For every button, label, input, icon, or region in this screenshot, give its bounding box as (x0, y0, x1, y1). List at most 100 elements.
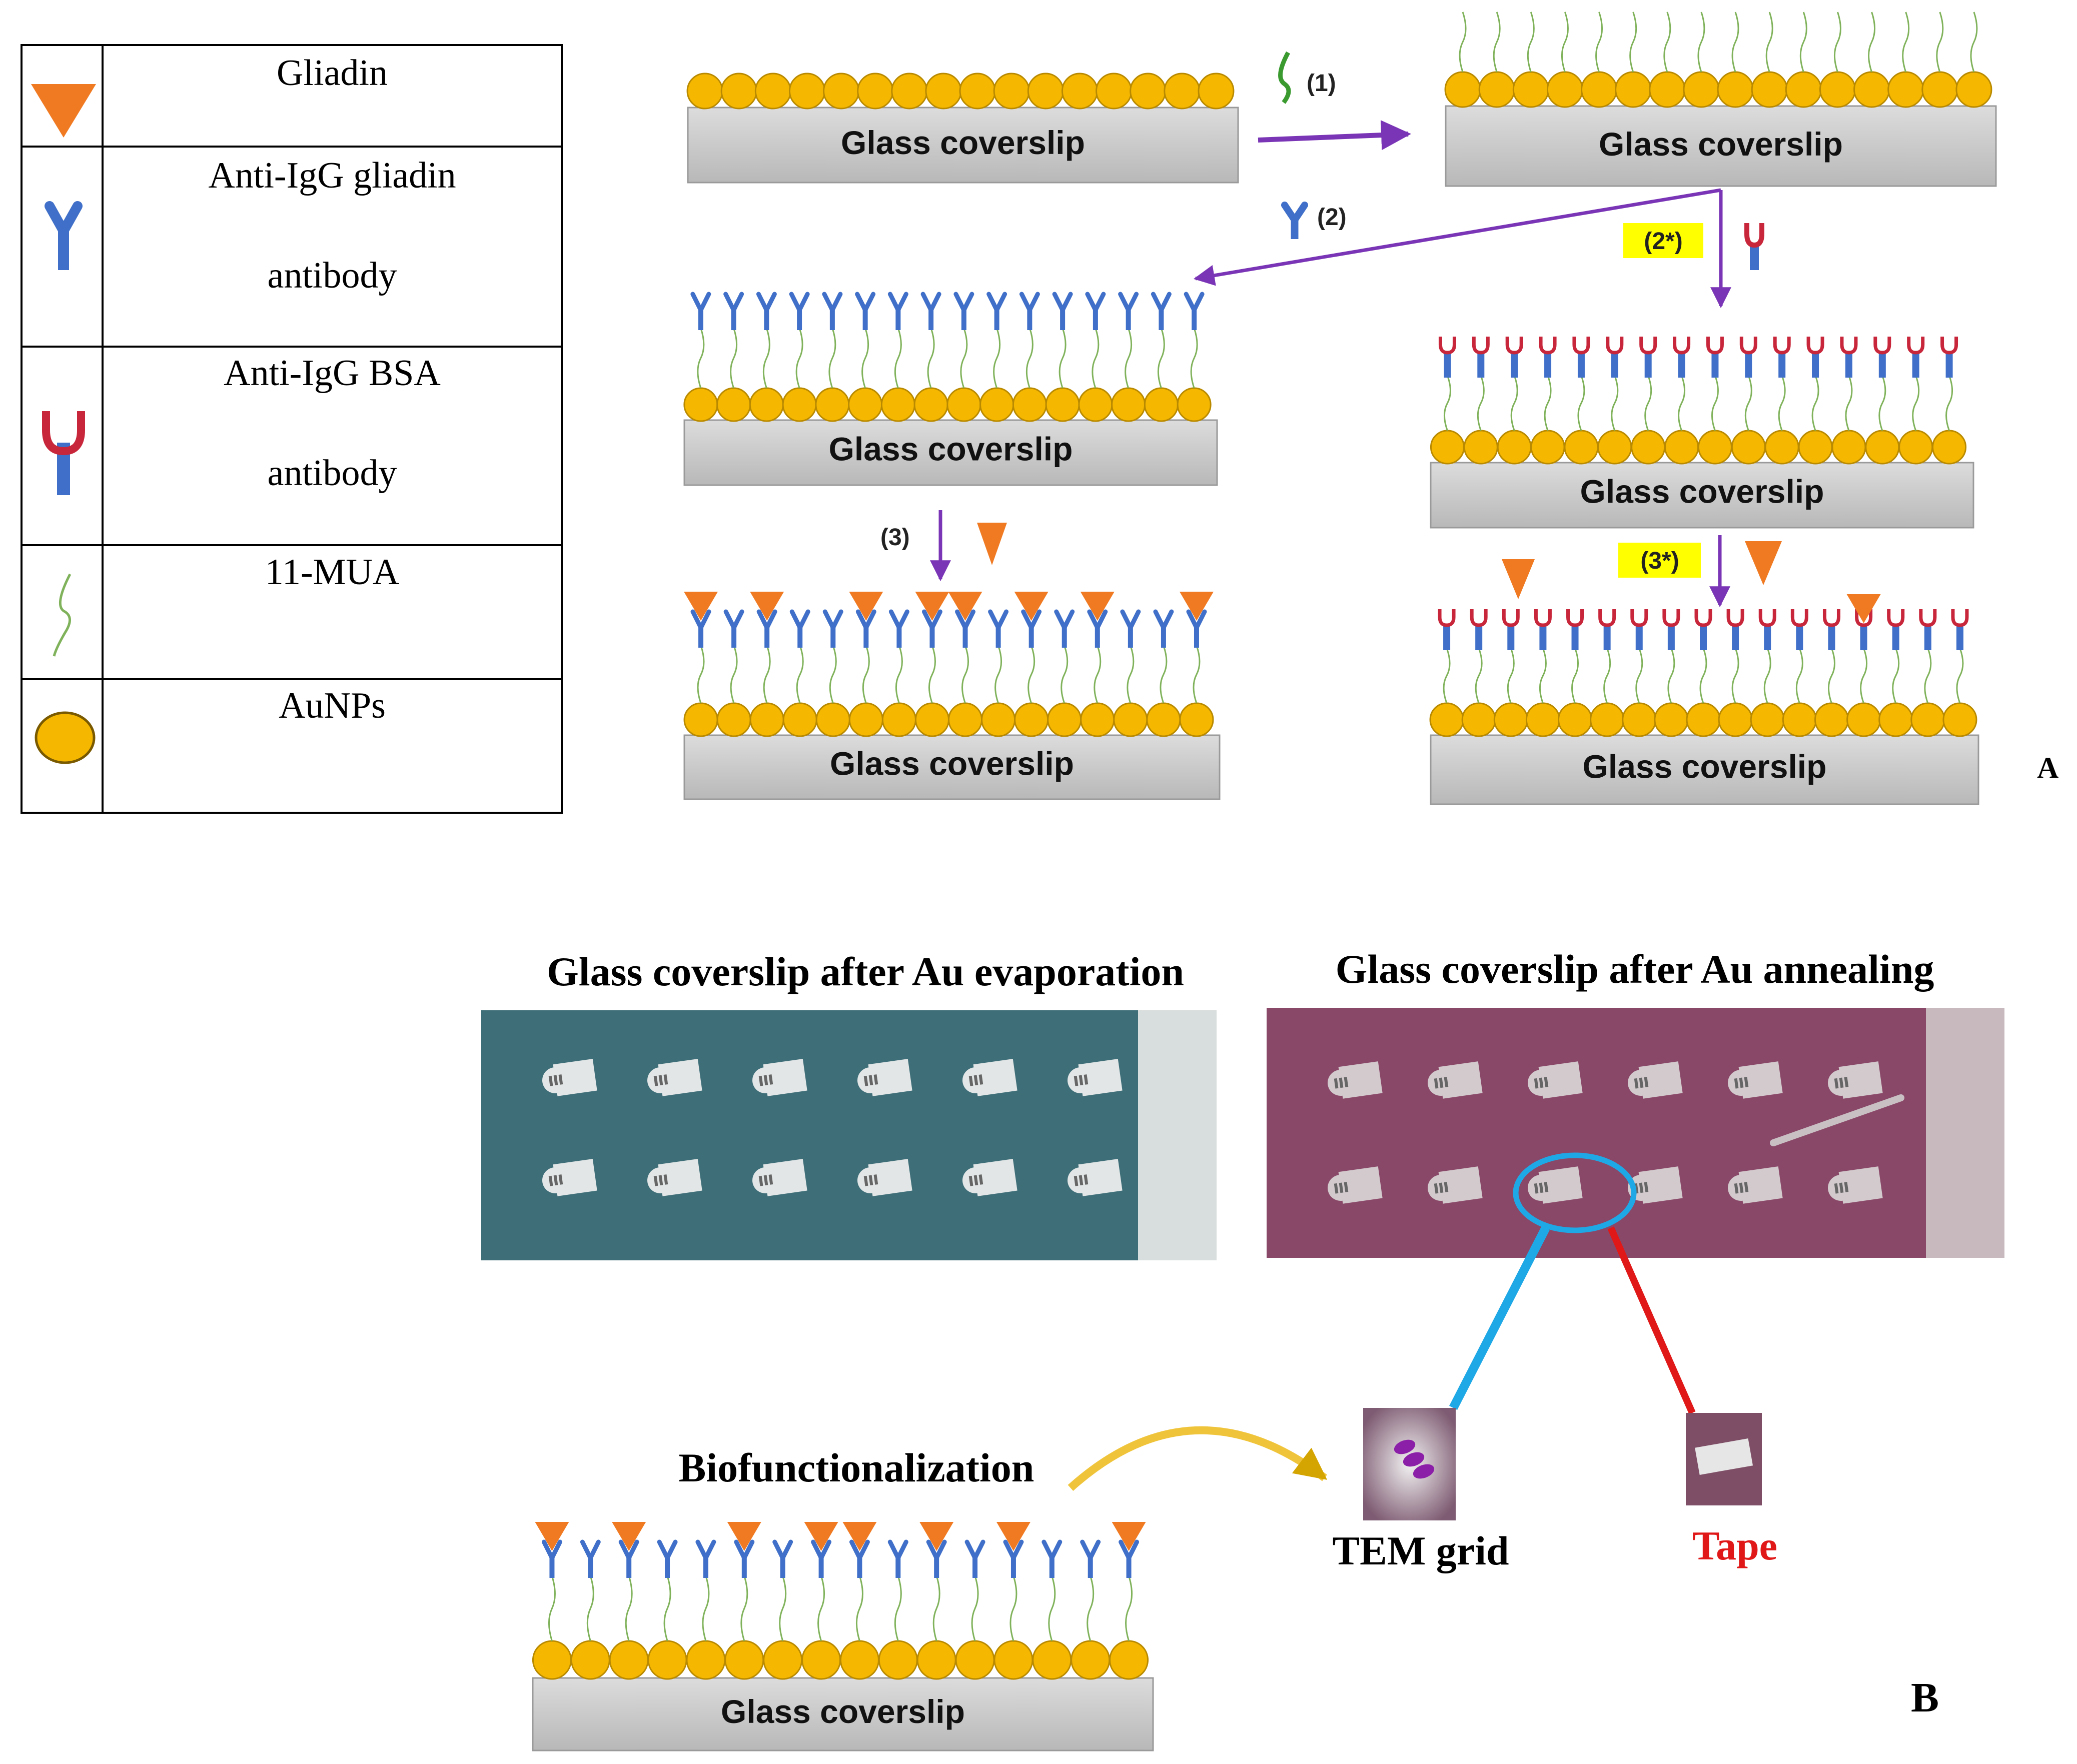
mua-linker (1544, 375, 1552, 431)
grid-pads (542, 1059, 1123, 1196)
antibody-arm (731, 609, 744, 630)
aunp-particle (913, 387, 948, 422)
aunp-particle (839, 1640, 879, 1680)
antibody-arm (857, 1539, 870, 1560)
gliadin-triangle-icon (1745, 541, 1782, 585)
gliadin-molecule (727, 1522, 761, 1551)
aunp-particle (1430, 430, 1465, 465)
aunp-particle (1478, 71, 1515, 108)
bsa-antibody-arms (1438, 609, 1456, 627)
antibody-arm (1060, 292, 1073, 313)
gliadin-molecule (750, 592, 784, 621)
anti-igg-gliadin-antibody-icon (45, 201, 83, 270)
bsa-antibody-arms (1470, 609, 1488, 627)
aunp-particle (1814, 702, 1849, 737)
grid-pad (1628, 1166, 1683, 1204)
aunp-particle (1853, 71, 1890, 108)
antibody-arm (895, 1539, 908, 1560)
grid-pad (1428, 1061, 1483, 1099)
aunp-particle (1887, 71, 1924, 108)
antibody-arm (926, 1539, 939, 1560)
antibody-arm (1087, 609, 1100, 630)
aunp-particle (1130, 73, 1167, 110)
aunp-particle (823, 73, 860, 110)
antibody-arm (1120, 609, 1133, 630)
mua-linker (1127, 645, 1135, 704)
glass-coverslip (532, 1677, 1154, 1751)
antibody-arm (764, 292, 777, 313)
aunp-particle (1071, 1640, 1111, 1680)
aunp-particle (857, 73, 894, 110)
mua-linker (828, 328, 836, 389)
mua-linker-icon (1278, 51, 1291, 104)
gliadin-molecule (612, 1522, 646, 1551)
aunp-particle (532, 1640, 572, 1680)
mua-linker (1845, 375, 1853, 431)
aunp-particle (891, 73, 928, 110)
antibody-arm (734, 1539, 747, 1560)
antibody-arm (963, 609, 976, 630)
mua-linker (1868, 12, 1876, 73)
bsa-antibody-arms (1662, 609, 1680, 627)
aunp-particle (1782, 702, 1817, 737)
aunp-particle (1615, 71, 1652, 108)
aunp-particle (1032, 1640, 1072, 1680)
mua-linker (1663, 12, 1671, 73)
bsa-antibody-arms (1790, 609, 1808, 627)
mua-linker (1475, 648, 1483, 704)
mua-linker (1561, 12, 1569, 73)
mua-linker-icon (53, 573, 72, 657)
glass-coverslip (1430, 734, 1979, 805)
grid-pad (647, 1159, 702, 1196)
antibody-arm (1119, 1539, 1132, 1560)
aunp-particle (647, 1640, 687, 1680)
aunp-particle (1932, 430, 1967, 465)
antibody-arm (1062, 609, 1075, 630)
aunp-particle (1654, 702, 1689, 737)
step-label-1: (1) (1307, 70, 1336, 97)
aunp-particle (1525, 702, 1560, 737)
aunp-particle (1597, 430, 1632, 465)
antibody-arm (921, 609, 934, 630)
mua-linker (1611, 375, 1619, 431)
mua-linker (1459, 12, 1467, 73)
aunp-particle (1113, 702, 1148, 737)
aunp-particle (1144, 387, 1179, 422)
bsa-antibody-arms (1505, 337, 1523, 355)
mua-linker (1009, 1575, 1017, 1641)
antibody-arm (1194, 609, 1207, 630)
bsa-antibody-arms (1887, 609, 1905, 627)
mua-linker (1763, 648, 1771, 704)
antibody-arm (797, 292, 810, 313)
bsa-antibody-arms (1773, 337, 1791, 355)
aunp-particle (570, 1640, 610, 1680)
aunp-particle (1910, 702, 1945, 737)
aunp-particle (993, 73, 1030, 110)
mua-linker (1970, 12, 1978, 73)
aunp-particle (1649, 71, 1686, 108)
gliadin-molecule (535, 1522, 569, 1551)
grid-pad (1068, 1059, 1123, 1096)
aunp-particle (686, 73, 723, 110)
aunp-particle (1898, 430, 1933, 465)
mua-linker (1902, 12, 1910, 73)
step-2star-highlight (1623, 223, 1703, 258)
mua-linker (928, 645, 936, 704)
grid-pad (1728, 1166, 1783, 1204)
mua-linker (586, 1575, 594, 1641)
mua-linker (1157, 328, 1165, 389)
aunp-particle (815, 702, 850, 737)
antibody-arm (986, 292, 999, 313)
aunp-particle (946, 387, 981, 422)
grid-pad (1068, 1159, 1123, 1196)
mua-linker (960, 328, 968, 389)
antibody-arm (541, 1539, 554, 1560)
aunp-particle (981, 702, 1016, 737)
antibody-arm (896, 609, 909, 630)
aunp-particle (1921, 71, 1958, 108)
mua-linker (1711, 375, 1719, 431)
gliadin-molecule (1846, 594, 1881, 623)
mua-linker (1443, 375, 1451, 431)
